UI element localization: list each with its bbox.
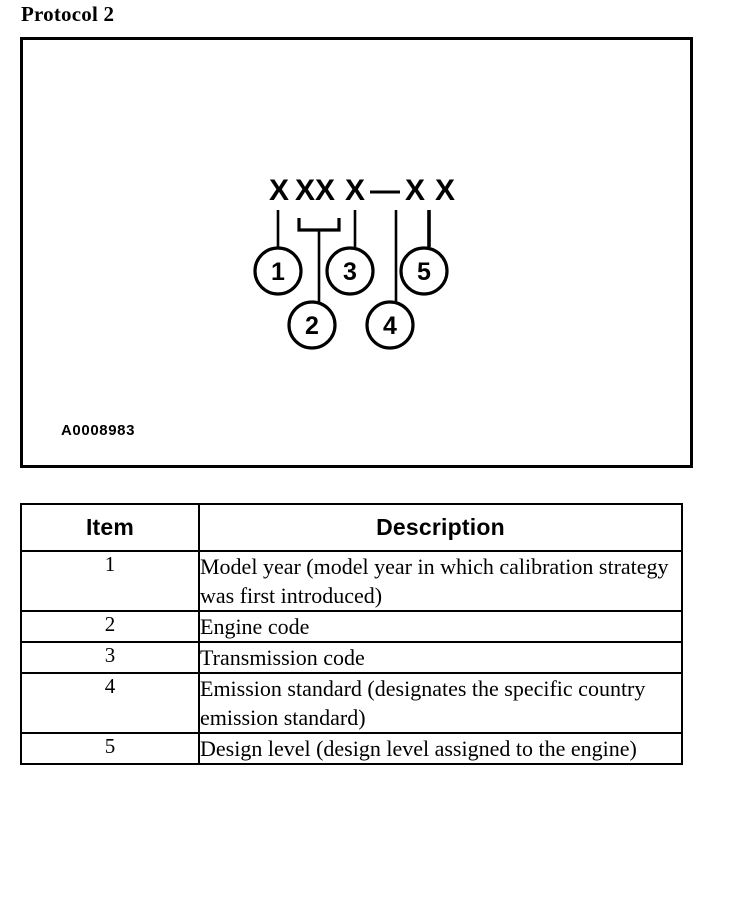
item-description-table: Item Description 1 Model year (model yea… bbox=[20, 503, 683, 766]
code-separator-dash: — bbox=[370, 174, 400, 207]
cell-item: 5 bbox=[20, 732, 200, 766]
table-row: 1 Model year (model year in which calibr… bbox=[20, 549, 683, 613]
table-row: 4 Emission standard (designates the spec… bbox=[20, 672, 683, 735]
callout-number-5: 5 bbox=[417, 258, 431, 286]
callout-diagram: X XX X — X X 1 3 bbox=[23, 40, 690, 465]
cell-description: Emission standard (designates the specif… bbox=[198, 672, 683, 735]
column-header-item: Item bbox=[20, 503, 200, 552]
table-row: 2 Engine code bbox=[20, 610, 683, 644]
callout-marker-5: 5 bbox=[399, 246, 449, 296]
table-row: 5 Design level (design level assigned to… bbox=[20, 732, 683, 766]
bracket-2 bbox=[297, 218, 341, 232]
figure-id-label: A0008983 bbox=[61, 422, 136, 439]
callout-number-3: 3 bbox=[343, 258, 357, 286]
code-char-1: X bbox=[269, 174, 289, 207]
table-header-row: Item Description bbox=[20, 503, 683, 552]
figure-box: X XX X — X X 1 3 bbox=[20, 37, 693, 468]
cell-description: Transmission code bbox=[198, 641, 683, 675]
code-char-2: XX bbox=[295, 174, 335, 207]
code-char-4: X bbox=[405, 174, 425, 207]
cell-description: Design level (design level assigned to t… bbox=[198, 732, 683, 766]
cell-item: 1 bbox=[20, 549, 200, 613]
callout-number-1: 1 bbox=[271, 258, 285, 286]
cell-description: Engine code bbox=[198, 610, 683, 644]
callout-marker-3: 3 bbox=[325, 246, 375, 296]
code-char-3: X bbox=[345, 174, 365, 207]
column-header-description: Description bbox=[198, 503, 683, 552]
callout-marker-2: 2 bbox=[287, 300, 337, 350]
cell-item: 4 bbox=[20, 672, 200, 735]
cell-item: 2 bbox=[20, 610, 200, 644]
cell-item: 3 bbox=[20, 641, 200, 675]
callout-number-2: 2 bbox=[305, 312, 319, 340]
callout-marker-4: 4 bbox=[365, 300, 415, 350]
callout-marker-1: 1 bbox=[253, 246, 303, 296]
page-title: Protocol 2 bbox=[21, 2, 115, 26]
cell-description: Model year (model year in which calibrat… bbox=[198, 549, 683, 613]
callout-number-4: 4 bbox=[383, 312, 397, 340]
code-char-5: X bbox=[435, 174, 455, 207]
table-row: 3 Transmission code bbox=[20, 641, 683, 675]
